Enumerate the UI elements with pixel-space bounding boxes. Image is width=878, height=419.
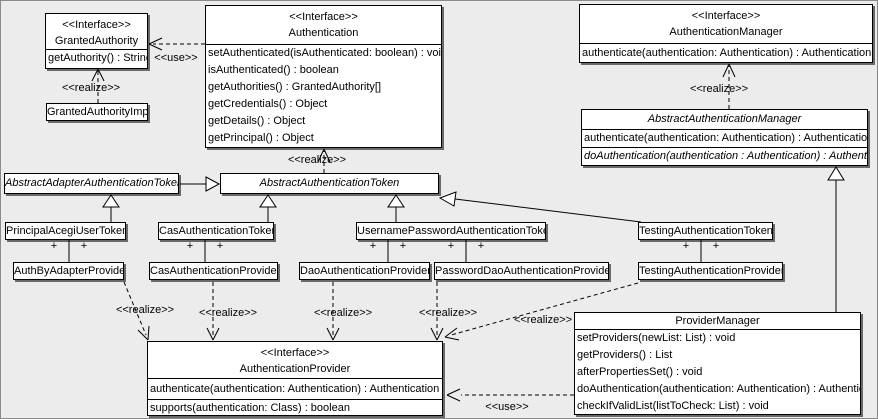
multiplicity-plus: + [50, 240, 58, 252]
class-method: doAuthentication(authentication : Authen… [584, 150, 867, 162]
class-name: GrantedAuthorityImpl [47, 106, 147, 118]
multiplicity-plus: + [477, 240, 485, 252]
class-method: isAuthenticated() : boolean [208, 64, 339, 76]
class-method: setProviders(newList: List) : void [577, 332, 736, 344]
multiplicity-plus: + [399, 240, 407, 252]
multiplicity-plus: + [712, 240, 720, 252]
generalization-arrow [387, 194, 405, 222]
class-box-testing-authentication-token: TestingAuthenticationToken [638, 222, 773, 240]
multiplicity-plus: + [447, 240, 455, 252]
relation-label-realize: <<realize>> [513, 314, 573, 326]
class-name: AbstractAuthenticationManager [582, 110, 867, 130]
multiplicity-plus: + [216, 240, 224, 252]
class-name: CasAuthenticationProvider [150, 265, 277, 277]
relation-label-realize: <<realize>> [313, 307, 373, 319]
class-header: <<Interface>> Authentication [206, 6, 441, 45]
multiplicity-plus: + [80, 240, 88, 252]
class-stereotype: <<Interface>> [289, 11, 358, 23]
class-method: doAuthentication(authentication: Authent… [577, 383, 860, 395]
class-box-granted-authority: <<Interface>> GrantedAuthority getAuthor… [45, 13, 148, 69]
relation-label-realize: <<realize>> [198, 307, 258, 319]
relation-label-realize: <<realize>> [689, 83, 749, 95]
class-name: CasAuthenticationToken [159, 225, 273, 237]
realize-arrow [722, 63, 736, 109]
multiplicity-plus: + [369, 240, 377, 252]
generalization-arrow [180, 176, 221, 192]
class-method: getDetails() : Object [208, 115, 306, 127]
class-name: AuthenticationManager [669, 26, 783, 38]
use-arrow [148, 37, 205, 51]
class-name: DaoAuthenticationProvider [300, 265, 429, 277]
realize-arrow [326, 282, 340, 341]
class-name: PasswordDaoAuthenticationProvider [435, 265, 608, 277]
class-method: getProviders() : List [577, 349, 673, 361]
generalization-arrow [827, 166, 845, 312]
class-name: AbstractAuthenticationToken [259, 177, 400, 189]
class-method: getAuthority() : String [48, 52, 147, 64]
class-name: GrantedAuthority [54, 35, 139, 47]
class-box-cas-authentication-provider: CasAuthenticationProvider [149, 262, 278, 280]
class-header: <<Interface>> GrantedAuthority [46, 14, 147, 50]
class-box-abstract-authentication-token: AbstractAuthenticationToken [220, 173, 439, 194]
class-stereotype: <<Interface>> [260, 347, 330, 359]
relation-label-realize: <<realize>> [418, 307, 478, 319]
class-name: AbstractAdapterAuthenticationToken [5, 177, 178, 189]
class-method: getAuthorities() : GrantedAuthority[] [208, 81, 382, 93]
class-box-abstract-authentication-manager: AbstractAuthenticationManager authentica… [581, 109, 868, 166]
class-box-abstract-adapter-authentication-token: AbstractAdapterAuthenticationToken [4, 173, 179, 194]
class-name: TestingAuthenticationProvider [639, 265, 782, 277]
class-box-username-password-authentication-token: UsernamePasswordAuthenticationToken [356, 222, 546, 240]
class-method: supports(authentication: Class) : boolea… [150, 402, 350, 414]
class-name: TestingAuthenticationToken [639, 225, 772, 237]
class-name: ProviderManager [575, 313, 860, 330]
class-box-principal-acegi-user-token: PrincipalAcegiUserToken [5, 222, 126, 240]
class-stereotype: <<Interface>> [691, 10, 761, 22]
generalization-arrow [438, 191, 642, 223]
class-name: PrincipalAcegiUserToken [6, 225, 125, 237]
class-box-authentication: <<Interface>> Authentication setAuthenti… [205, 5, 442, 148]
class-method: getCredentials() : Object [208, 98, 328, 110]
class-method: setAuthenticated(isAuthenticated: boolea… [208, 47, 441, 59]
realize-arrow [317, 148, 331, 173]
class-box-dao-authentication-provider: DaoAuthenticationProvider [299, 262, 430, 280]
class-method: authenticate(authentication: Authenticat… [582, 130, 867, 148]
use-arrow [446, 388, 574, 402]
generalization-arrow [102, 194, 120, 222]
class-box-granted-authority-impl: GrantedAuthorityImpl [46, 103, 148, 121]
class-box-password-dao-authentication-provider: PasswordDaoAuthenticationProvider [434, 262, 609, 280]
class-name: AuthByAdapterProvider [14, 265, 123, 277]
class-method: afterPropertiesSet() : void [577, 366, 703, 378]
class-box-authentication-provider: <<Interface>> AuthenticationProvider aut… [147, 341, 443, 416]
class-stereotype: <<Interface>> [62, 19, 131, 31]
class-header: <<Interface>> AuthenticationProvider [148, 342, 442, 379]
class-box-provider-manager: ProviderManager setProviders(newList: Li… [574, 312, 861, 415]
class-method: checkIfValidList(listToCheck: List) : vo… [577, 400, 769, 412]
relation-label-use: <<use>> [485, 401, 529, 413]
realize-arrow [206, 282, 220, 341]
class-name: UsernamePasswordAuthenticationToken [357, 225, 545, 237]
relation-label-realize: <<realize>> [115, 304, 175, 316]
class-box-testing-authentication-provider: TestingAuthenticationProvider [638, 262, 783, 280]
multiplicity-plus: + [186, 240, 194, 252]
relation-label-use: <<use>> [154, 52, 198, 64]
multiplicity-plus: + [682, 240, 690, 252]
class-method: authenticate(authentication: Authenticat… [582, 47, 872, 59]
class-box-auth-by-adapter-provider: AuthByAdapterProvider [13, 262, 124, 280]
realize-arrow [123, 281, 150, 341]
realize-arrow [444, 282, 639, 341]
class-box-cas-authentication-token: CasAuthenticationToken [158, 222, 274, 240]
class-name: Authentication [288, 27, 359, 39]
class-header: <<Interface>> AuthenticationManager [580, 5, 872, 44]
realize-arrow [430, 282, 444, 341]
relation-label-realize: <<realize>> [287, 154, 347, 166]
association-line [68, 240, 702, 262]
generalization-arrow [259, 194, 277, 222]
relation-label-realize: <<realize>> [61, 82, 121, 94]
class-method: getPrincipal() : Object [208, 132, 314, 144]
realize-arrow [91, 68, 105, 103]
class-box-authentication-manager: <<Interface>> AuthenticationManager auth… [579, 4, 873, 63]
class-name: AuthenticationProvider [239, 363, 351, 375]
class-method: authenticate(authentication: Authenticat… [148, 379, 442, 400]
